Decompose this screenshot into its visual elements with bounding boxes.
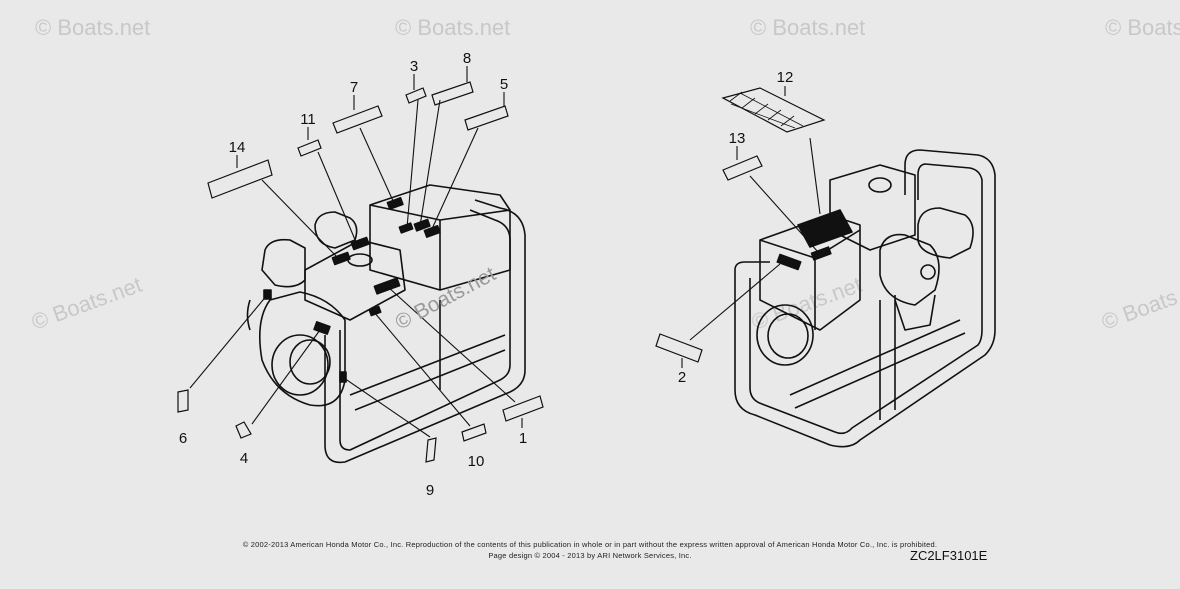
label-1-shape <box>502 395 544 422</box>
decal-spot <box>331 251 351 266</box>
muffler <box>879 233 940 306</box>
label-5-shape <box>464 105 509 131</box>
decal-spot <box>423 224 441 238</box>
label-6-shape <box>177 389 189 413</box>
watermark: © Boats.net <box>28 272 145 335</box>
watermark: © Boats.net <box>395 15 510 40</box>
callouts-left: 14 11 7 3 8 5 6 4 9 10 1 <box>179 50 527 499</box>
decal-spot <box>350 236 370 251</box>
pump-inlet <box>246 299 251 331</box>
pump-outlet-inner <box>767 313 809 359</box>
callout-6: 6 <box>179 430 187 447</box>
decal-spot <box>339 371 347 383</box>
air-cleaner <box>917 207 974 259</box>
callout-8: 8 <box>463 50 471 67</box>
fuel-cap <box>347 253 373 267</box>
callout-11: 11 <box>300 111 316 128</box>
frame-tube <box>749 163 983 435</box>
decal-spot <box>373 277 401 295</box>
watermark: © Boats.net <box>1098 272 1180 335</box>
callout-3: 3 <box>410 58 418 75</box>
frame-tube <box>734 261 770 271</box>
center-watermark: © Boats.net <box>392 262 500 334</box>
pump-right <box>734 149 996 448</box>
decal-12-spot <box>797 209 853 248</box>
label-7-shape <box>332 105 383 134</box>
frame-tube <box>354 349 506 411</box>
recoil-housing <box>894 294 936 331</box>
frame-tube <box>734 149 996 448</box>
label-12-shape <box>721 87 826 133</box>
muffler <box>261 238 306 288</box>
page-design-line: Page design © 2004 - 2013 by ARI Network… <box>488 551 692 560</box>
decal-spot <box>313 321 331 335</box>
label-3-shape <box>405 87 427 104</box>
pump-outlet <box>756 304 814 366</box>
frame-tube <box>789 319 961 396</box>
callout-13: 13 <box>729 130 746 147</box>
label-10-shape <box>461 423 487 442</box>
label-14-shape <box>207 159 273 199</box>
pump-left <box>246 184 526 464</box>
engine-body <box>829 164 916 251</box>
copyright-line: © 2002-2013 American Honda Motor Co., In… <box>242 540 938 549</box>
frame-tube <box>339 209 511 451</box>
watermark: © Boats.net <box>1105 15 1180 40</box>
label-8-shape <box>431 81 474 106</box>
leader-lines-left <box>189 66 523 438</box>
callout-2: 2 <box>678 369 686 386</box>
callout-4: 4 <box>240 450 248 467</box>
decal-13-spot <box>810 246 832 261</box>
callouts-right: 12 13 2 <box>678 69 794 386</box>
label-4-shape <box>235 421 252 439</box>
callout-5: 5 <box>500 76 508 93</box>
decal-2-spot <box>776 253 802 271</box>
watermark: © Boats.net <box>35 15 150 40</box>
callout-14: 14 <box>229 139 246 156</box>
label-2-shape <box>655 333 703 363</box>
decal-spot <box>386 196 404 210</box>
callout-1: 1 <box>519 430 527 447</box>
frame-tube <box>349 334 506 396</box>
watermarks: © Boats.net © Boats.net © Boats.net © Bo… <box>28 15 1180 335</box>
pump-outlet-inner <box>289 339 331 385</box>
label-shapes-left <box>177 81 544 463</box>
pump-housing <box>259 291 346 407</box>
diagram-code: ZC2LF3101E <box>910 548 988 563</box>
callout-10: 10 <box>468 453 485 470</box>
callout-12: 12 <box>777 69 794 86</box>
decal-spot <box>398 222 414 234</box>
fuel-cap <box>868 177 892 193</box>
watermark: © Boats.net <box>750 15 865 40</box>
pump-outlet <box>271 334 329 396</box>
muffler-outlet <box>920 264 936 280</box>
label-9-shape <box>425 437 437 463</box>
label-11-shape <box>297 139 322 157</box>
leader-lines-right <box>681 86 821 368</box>
frame-tube <box>324 199 526 464</box>
callout-7: 7 <box>350 79 358 96</box>
callout-9: 9 <box>426 482 434 499</box>
label-13-shape <box>722 155 763 181</box>
fuel-tank <box>369 184 511 291</box>
label-shapes-right <box>655 87 826 363</box>
air-cleaner <box>314 211 358 249</box>
